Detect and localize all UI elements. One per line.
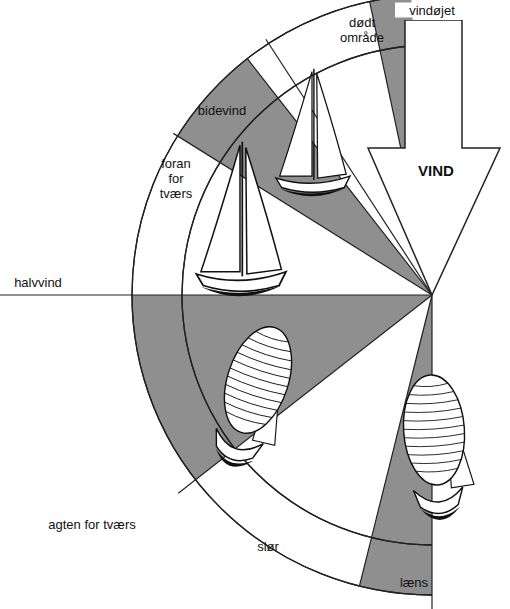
sailboat (196, 142, 286, 296)
spinnaker-sail (212, 318, 304, 442)
sail-point-label: læns (389, 575, 439, 590)
sector-line (0, 294, 432, 295)
jib (246, 148, 282, 275)
sail-point-label: halvvind (3, 275, 73, 290)
sail-stripe (229, 368, 287, 389)
sail-stripe (241, 345, 291, 363)
sail-stripe (225, 384, 281, 404)
band-arc (132, 0, 432, 595)
sail-stripe (404, 434, 464, 440)
sail-stripe (414, 383, 448, 387)
sail-stripe (233, 360, 290, 380)
sailboat (276, 69, 350, 197)
spinnaker-boat (400, 373, 476, 523)
sail-stripe (404, 417, 463, 423)
wind-arrow-shape (366, 20, 502, 297)
wind-arrow-outline (368, 20, 500, 295)
jib (317, 74, 346, 179)
wind-label: VIND (418, 162, 454, 179)
sail-stripe (416, 468, 458, 473)
sail-point-label: agten for tværs (27, 517, 157, 532)
sail-stripe (255, 331, 288, 343)
spinnaker-boat (201, 318, 309, 477)
mainsail (201, 145, 240, 272)
sail-point-label: dødt område (331, 15, 393, 45)
boat-wake (201, 286, 282, 297)
boat-wake (420, 506, 461, 521)
mast (241, 142, 243, 277)
sail-stripe (237, 352, 291, 371)
boat-wake (212, 448, 254, 472)
sail-point-label: vindøjet (395, 3, 469, 18)
sector-line (178, 295, 432, 493)
boat-hull (413, 487, 464, 515)
sail-stripe (247, 338, 290, 354)
sail-stripe (227, 376, 285, 396)
sail-point-label: slør (243, 539, 293, 554)
sail-stripe (409, 391, 454, 396)
band-arc (132, 0, 432, 595)
mainsail (280, 72, 312, 177)
wind-arrow: VIND (366, 20, 502, 297)
mast (313, 69, 314, 180)
sail-point-label: bidevind (182, 103, 262, 118)
sail-stripe (411, 460, 461, 465)
sail-point-label: foran for tværs (153, 156, 199, 201)
sail-stripe (404, 408, 461, 414)
sail-stripe (224, 393, 277, 412)
sail-stripe (224, 402, 272, 419)
sail-stripe (406, 400, 458, 406)
sail-stripe (408, 451, 463, 457)
sail-stripe (406, 442, 465, 448)
spinnaker-sail (400, 373, 468, 487)
boat-wake (280, 188, 347, 197)
sail-stripe (404, 425, 465, 431)
sail-stripe (225, 411, 265, 426)
